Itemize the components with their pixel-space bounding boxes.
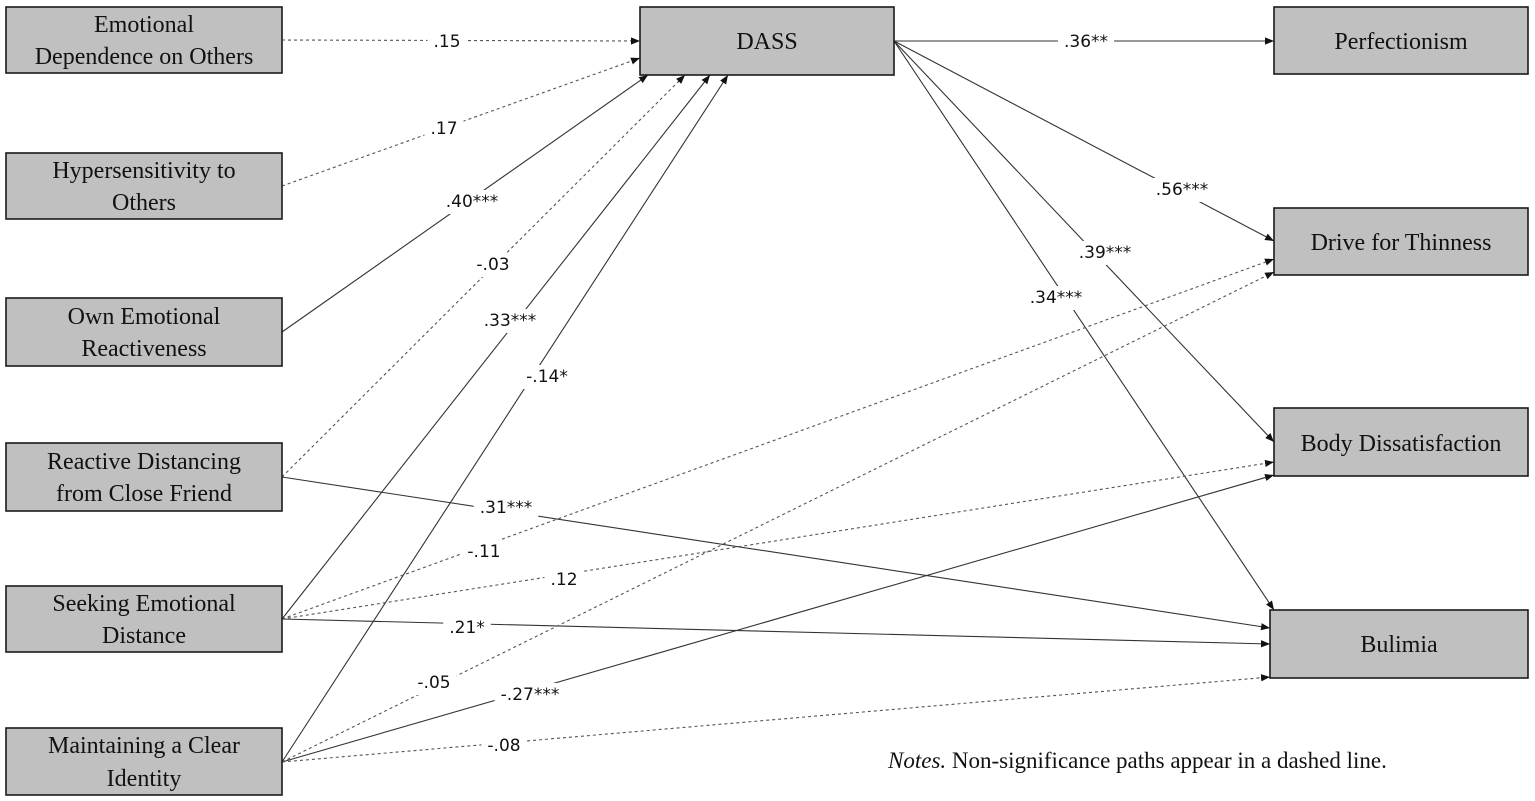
node-body-dissatisfaction: Body Dissatisfaction xyxy=(1273,407,1529,477)
node-drive-for-thinness: Drive for Thinness xyxy=(1273,207,1529,276)
coef-label-reactive-distancing-to-dass: -.03 xyxy=(470,253,516,277)
node-label-line: Own Emotional xyxy=(68,304,221,330)
coef-label-seeking-distance-to-bulimia: .21* xyxy=(443,616,491,640)
coef-label-seeking-distance-to-dass: .33*** xyxy=(477,309,543,333)
coef-text: -.11 xyxy=(467,542,500,562)
coef-text: .21* xyxy=(449,618,485,638)
path-line-clear-identity-to-drive-for-thinness xyxy=(281,271,1275,763)
path-line-seeking-distance-to-dass xyxy=(281,74,711,620)
node-label-line: Emotional xyxy=(94,12,194,38)
figure-note: Notes. Non-significance paths appear in … xyxy=(887,748,1387,773)
coef-text: -.14* xyxy=(526,367,568,387)
coef-label-clear-identity-to-body-dissatisfaction: -.27*** xyxy=(494,683,566,707)
node-label-line: Hypersensitivity to xyxy=(52,158,235,184)
coef-label-hypersensitivity-to-dass: .17 xyxy=(424,117,464,141)
coef-label-seeking-distance-to-body-dissatisfaction: .12 xyxy=(544,568,584,592)
node-label-line: Seeking Emotional xyxy=(52,591,236,617)
coef-text: -.27*** xyxy=(501,685,560,705)
coef-label-dass-to-body-dissatisfaction: .39*** xyxy=(1072,241,1138,265)
node-label-line: Distance xyxy=(102,623,186,649)
node-own-emotional-reactiveness: Own Emotional Reactiveness xyxy=(5,297,283,367)
path-line-dass-to-drive-for-thinness xyxy=(893,40,1275,242)
path-line-clear-identity-to-dass xyxy=(281,74,729,763)
path-line-seeking-distance-to-body-dissatisfaction xyxy=(281,459,1275,620)
coef-label-seeking-distance-to-drive-for-thinness: -.11 xyxy=(461,540,507,564)
coef-label-clear-identity-to-dass: -.14* xyxy=(520,365,574,389)
node-emotional-dependence: Emotional Dependence on Others xyxy=(5,6,283,74)
node-label-line: Reactiveness xyxy=(81,336,206,362)
coef-label-clear-identity-to-bulimia: -.08 xyxy=(481,734,527,758)
coef-text: -.03 xyxy=(476,255,509,275)
node-label-line: Reactive Distancing xyxy=(47,449,241,475)
node-hypersensitivity: Hypersensitivity to Others xyxy=(5,152,283,220)
path-line-clear-identity-to-body-dissatisfaction xyxy=(281,474,1275,763)
coef-label-dass-to-bulimia: .34*** xyxy=(1023,286,1089,310)
coef-text: .12 xyxy=(550,570,577,590)
node-label-line: Maintaining a Clear xyxy=(48,733,240,759)
note-label: Notes. xyxy=(887,748,946,773)
coef-text: -.08 xyxy=(487,736,520,756)
node-label-line: Drive for Thinness xyxy=(1311,230,1492,256)
path-line-seeking-distance-to-drive-for-thinness xyxy=(281,258,1275,620)
coef-text: .31*** xyxy=(480,498,533,518)
coef-label-clear-identity-to-drive-for-thinness: -.05 xyxy=(411,671,457,695)
coef-text: .36** xyxy=(1064,32,1108,52)
node-label-line: Others xyxy=(112,190,176,216)
path-line-seeking-distance-to-bulimia xyxy=(281,618,1271,648)
path-line-reactive-distancing-to-bulimia xyxy=(281,476,1271,631)
node-seeking-emotional-distance: Seeking Emotional Distance xyxy=(5,585,283,653)
coef-label-dass-to-perfectionism: .36** xyxy=(1057,30,1115,54)
node-label-line: DASS xyxy=(736,29,797,55)
coef-text: .56*** xyxy=(1156,180,1209,200)
node-label-line: Bulimia xyxy=(1360,632,1438,658)
node-maintaining-clear-identity: Maintaining a Clear Identity xyxy=(5,727,283,796)
node-perfectionism: Perfectionism xyxy=(1273,6,1529,75)
coef-text: -.05 xyxy=(417,673,450,693)
node-bulimia: Bulimia xyxy=(1269,609,1529,679)
coef-label-reactive-distancing-to-bulimia: .31*** xyxy=(473,496,539,520)
coef-label-emotional-dependence-to-dass: .15 xyxy=(427,30,467,54)
node-label-line: Dependence on Others xyxy=(35,44,254,70)
coef-text: .15 xyxy=(433,32,460,52)
coef-text: .34*** xyxy=(1030,288,1083,308)
path-line-dass-to-bulimia xyxy=(893,40,1275,611)
coef-text: .17 xyxy=(430,119,457,139)
coef-text: .33*** xyxy=(484,311,537,331)
coef-text: .39*** xyxy=(1079,243,1132,263)
node-label-line: Identity xyxy=(107,766,182,792)
node-reactive-distancing: Reactive Distancing from Close Friend xyxy=(5,442,283,512)
node-label-line: Perfectionism xyxy=(1334,29,1468,55)
node-label-line: from Close Friend xyxy=(56,481,232,507)
note-text: Non-significance paths appear in a dashe… xyxy=(946,748,1387,773)
coef-label-dass-to-drive-for-thinness: .56*** xyxy=(1149,178,1215,202)
coef-label-own-reactiveness-to-dass: .40*** xyxy=(439,190,505,214)
coef-text: .40*** xyxy=(446,192,499,212)
node-label-line: Body Dissatisfaction xyxy=(1301,431,1502,457)
node-dass: DASS xyxy=(639,6,895,76)
